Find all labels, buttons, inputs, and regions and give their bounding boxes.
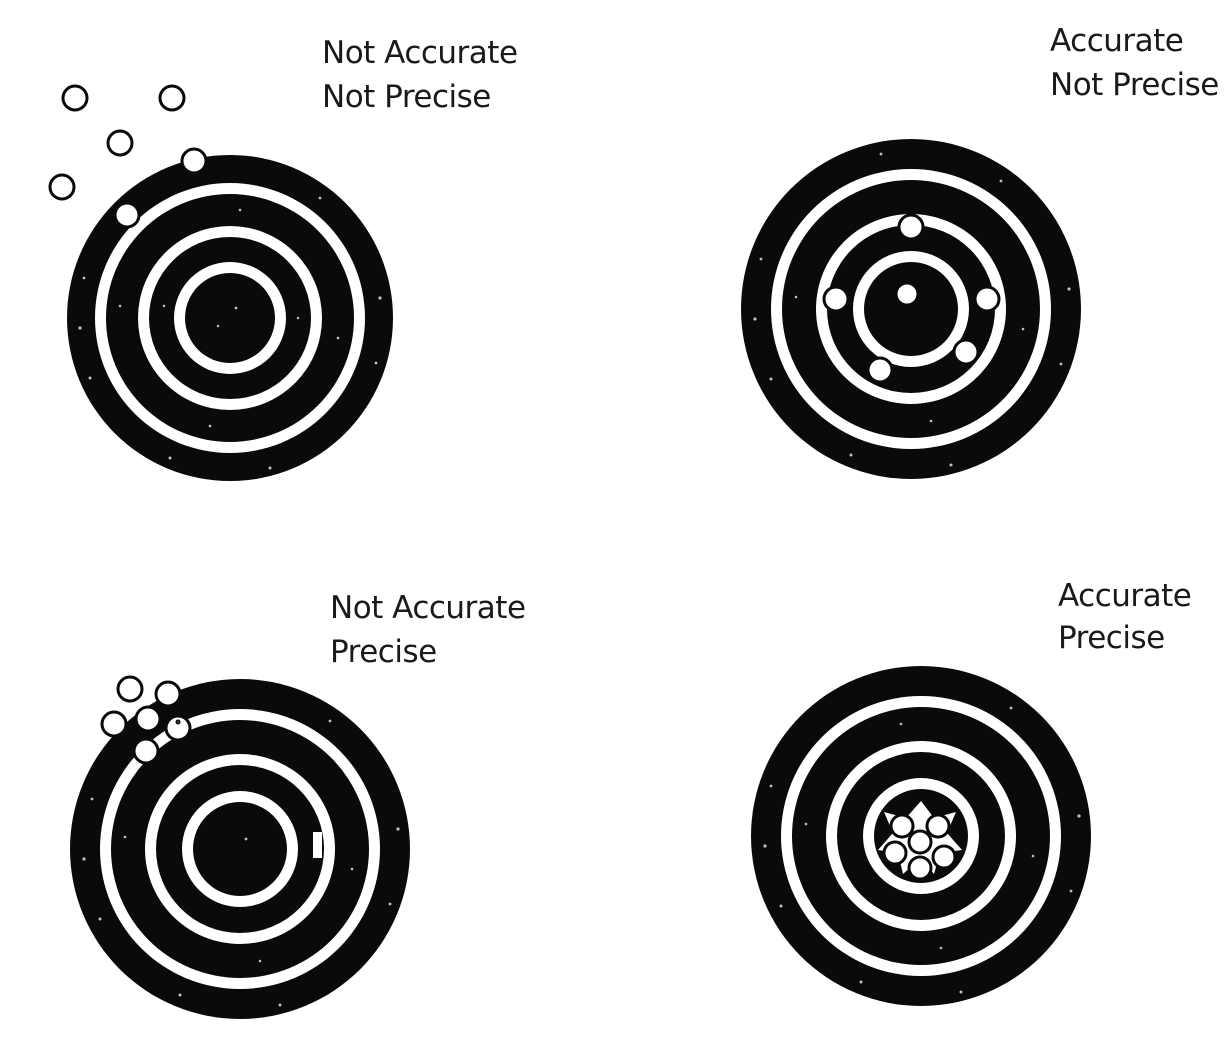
label-line2: Precise [1058, 620, 1165, 656]
panel-not-accurate-not-precise: Not Accurate Not Precise [50, 35, 518, 481]
shot-marker [824, 287, 848, 311]
bullseye [864, 262, 958, 356]
label-line1: Not Accurate [322, 35, 518, 71]
panel-not-accurate-precise: Not Accurate Precise [70, 590, 526, 1019]
shot-marker [115, 203, 139, 227]
shot-marker [177, 721, 179, 723]
target-board [741, 139, 1081, 479]
shot-marker [975, 287, 999, 311]
shot-marker [50, 175, 74, 199]
shot-marker [896, 283, 918, 305]
label-line2: Not Precise [1050, 67, 1219, 103]
shot-marker [899, 215, 923, 239]
label-line1: Accurate [1050, 23, 1183, 59]
panel-accurate-precise: Accurate Precise [751, 578, 1191, 1006]
shot-marker [134, 739, 158, 763]
shot-marker [160, 86, 184, 110]
shot-marker [868, 358, 892, 382]
shot-marker [182, 149, 206, 173]
label-line2: Not Precise [322, 79, 491, 115]
shot-marker [927, 815, 949, 837]
label-line1: Not Accurate [330, 590, 526, 626]
target-mark [313, 832, 322, 858]
shot-marker [909, 857, 931, 879]
shot-marker [909, 831, 931, 853]
shot-marker [136, 707, 160, 731]
shot-marker [933, 846, 955, 868]
target-board [67, 155, 393, 481]
shot-marker [156, 682, 180, 706]
bullseye [185, 273, 275, 363]
shot-marker [108, 131, 132, 155]
shot-marker [118, 677, 142, 701]
label-line2: Precise [330, 634, 437, 670]
shot-marker [954, 340, 978, 364]
panel-accurate-not-precise: Accurate Not Precise [741, 23, 1219, 479]
shot-marker [884, 842, 906, 864]
shot-marker [102, 712, 126, 736]
bullseye [193, 802, 287, 896]
shot-marker [63, 86, 87, 110]
label-line1: Accurate [1058, 578, 1191, 614]
shot-marker [891, 815, 913, 837]
